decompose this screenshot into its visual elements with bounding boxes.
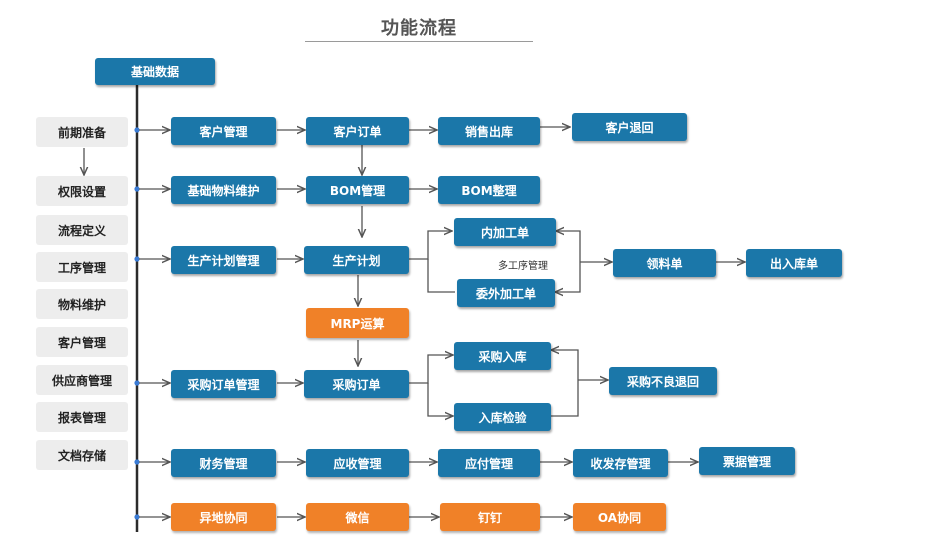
- node-receivable-management[interactable]: 应收管理: [306, 449, 409, 477]
- title-underline: [305, 41, 533, 42]
- node-in-out-list[interactable]: 出入库单: [746, 249, 842, 277]
- node-material-maintenance[interactable]: 基础物料维护: [171, 176, 276, 204]
- sidebar-item-operations[interactable]: 工序管理: [36, 252, 128, 282]
- node-remote-collaboration[interactable]: 异地协同: [171, 503, 276, 531]
- node-sales-outbound[interactable]: 销售出库: [438, 117, 540, 145]
- node-purchase-inbound[interactable]: 采购入库: [454, 342, 551, 370]
- node-wechat[interactable]: 微信: [306, 503, 409, 531]
- node-bom-management[interactable]: BOM管理: [306, 176, 409, 204]
- node-invoice-management[interactable]: 票据管理: [699, 447, 795, 475]
- sidebar-item-suppliers[interactable]: 供应商管理: [36, 365, 128, 395]
- node-customer-management[interactable]: 客户管理: [171, 117, 276, 145]
- node-inventory-management[interactable]: 收发存管理: [573, 449, 668, 477]
- node-purchase-order[interactable]: 采购订单: [304, 370, 409, 398]
- node-bom-arrangement[interactable]: BOM整理: [438, 176, 540, 204]
- node-internal-work-order[interactable]: 内加工单: [454, 218, 556, 246]
- node-outsource-work-order[interactable]: 委外加工单: [457, 279, 555, 307]
- node-payable-management[interactable]: 应付管理: [438, 449, 540, 477]
- sidebar-item-preparation[interactable]: 前期准备: [36, 117, 128, 147]
- node-customer-return[interactable]: 客户退回: [572, 113, 687, 141]
- sidebar-item-customers[interactable]: 客户管理: [36, 327, 128, 357]
- page-title: 功能流程: [381, 18, 457, 39]
- node-mrp[interactable]: MRP运算: [306, 308, 409, 338]
- sidebar-item-reports[interactable]: 报表管理: [36, 402, 128, 432]
- sidebar-item-documents[interactable]: 文档存储: [36, 440, 128, 470]
- sidebar-item-process-definition[interactable]: 流程定义: [36, 215, 128, 245]
- node-purchase-reject-return[interactable]: 采购不良退回: [609, 367, 717, 395]
- node-pick-list[interactable]: 领料单: [613, 249, 716, 277]
- node-basic-data[interactable]: 基础数据: [95, 58, 215, 85]
- multi-process-note: 多工序管理: [498, 261, 548, 272]
- node-purchase-order-management[interactable]: 采购订单管理: [171, 370, 276, 398]
- node-dingtalk[interactable]: 钉钉: [440, 503, 540, 531]
- node-finance-management[interactable]: 财务管理: [171, 449, 276, 477]
- node-customer-order[interactable]: 客户订单: [306, 117, 409, 145]
- node-production-plan-management[interactable]: 生产计划管理: [171, 246, 276, 274]
- backbone-dots: [134, 127, 140, 520]
- sidebar-item-permissions[interactable]: 权限设置: [36, 176, 128, 206]
- node-production-plan[interactable]: 生产计划: [304, 246, 409, 274]
- sidebar-item-materials[interactable]: 物料维护: [36, 289, 128, 319]
- node-oa-collaboration[interactable]: OA协同: [573, 503, 666, 531]
- node-inbound-inspection[interactable]: 入库检验: [454, 403, 551, 431]
